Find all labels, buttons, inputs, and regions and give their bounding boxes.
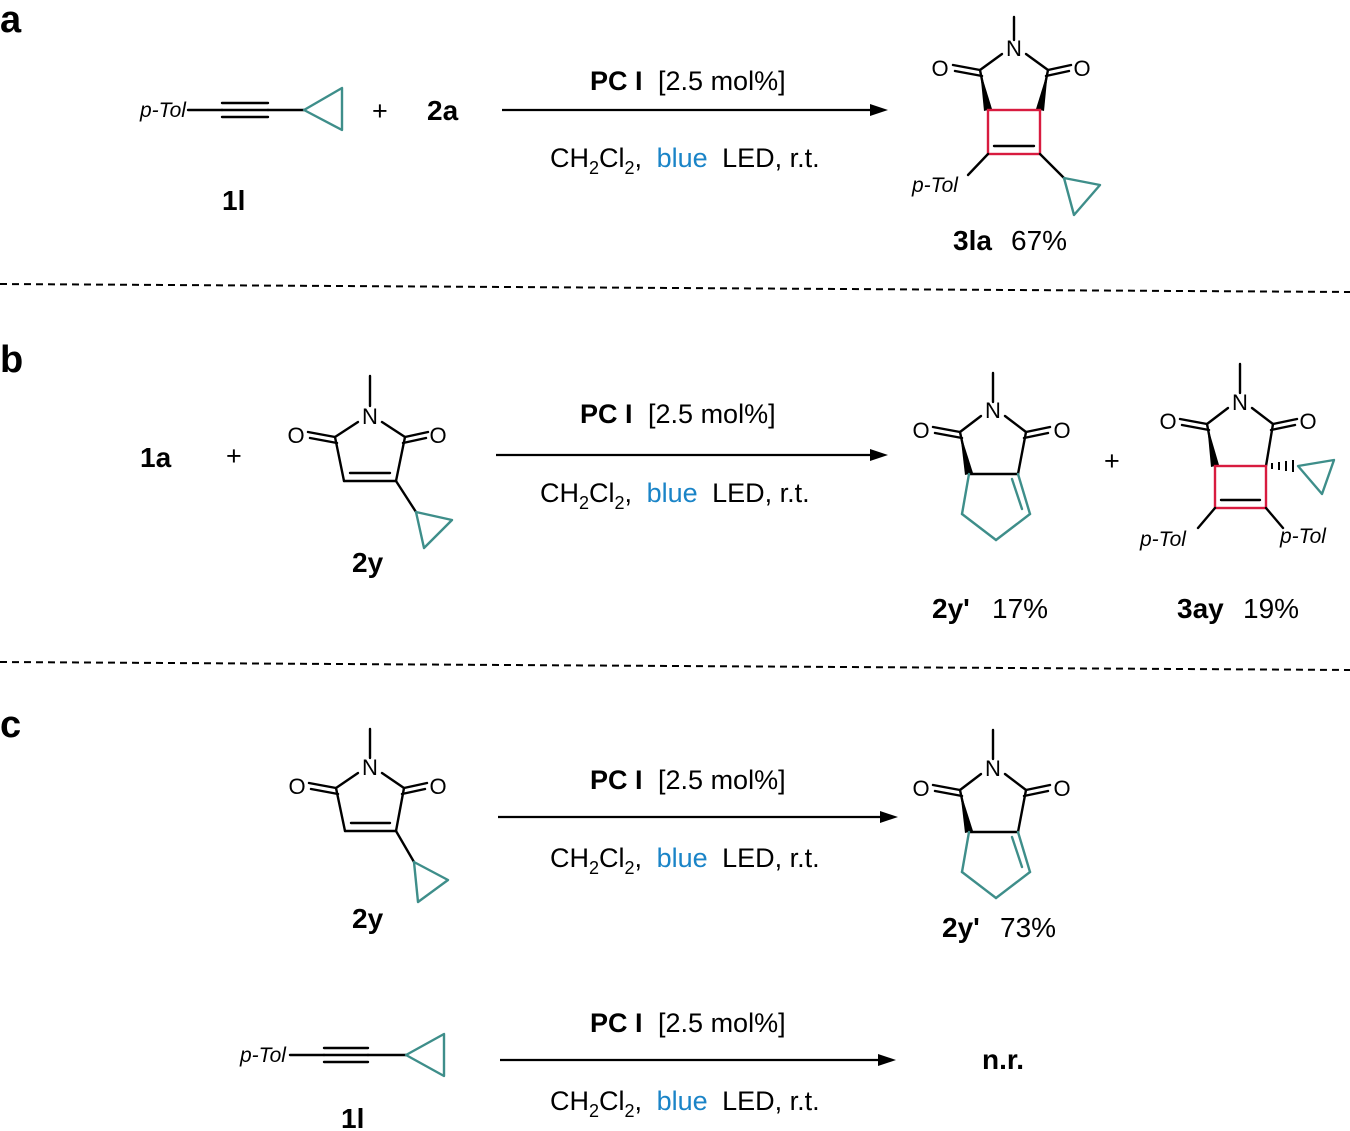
solvent-light-conditions: CH2Cl2, blue LED, r.t. bbox=[550, 843, 820, 878]
panel-b: b 1a + N O O 2y PC I [2.5 mol%] bbox=[0, 339, 1336, 624]
plus-sign: + bbox=[1104, 446, 1120, 476]
oxygen-atom: O bbox=[1299, 409, 1316, 434]
compound-2y-label: 2y bbox=[352, 903, 384, 934]
p-tol-label: p-Tol bbox=[1139, 528, 1187, 551]
divider-line bbox=[0, 283, 1350, 293]
product-2y-prime-structure: N O O bbox=[912, 371, 1071, 542]
oxygen-atom: O bbox=[1053, 418, 1070, 443]
catalyst-conditions: PC I [2.5 mol%] bbox=[590, 66, 786, 96]
yield-2y-prime: 17% bbox=[992, 593, 1048, 624]
panel-c: c N O O 2y PC I [2.5 mol%] bbox=[0, 704, 1071, 1131]
oxygen-atom: O bbox=[429, 423, 446, 448]
nitrogen-atom: N bbox=[362, 404, 378, 429]
cyclobutene-ring bbox=[1213, 464, 1268, 510]
cyclobutene-ring bbox=[986, 108, 1042, 156]
oxygen-atom: O bbox=[912, 418, 929, 443]
p-tol-label: p-Tol bbox=[911, 174, 959, 197]
solvent-light-conditions: CH2Cl2, blue LED, r.t. bbox=[540, 478, 810, 513]
compound-3ay-label: 3ay bbox=[1177, 593, 1224, 624]
oxygen-atom: O bbox=[1053, 776, 1070, 801]
compound-2y-prime-label: 2y' bbox=[942, 912, 980, 943]
panel-a: a p-Tol 1l + 2a PC I [2.5 mol%] CH2Cl2, … bbox=[0, 0, 1102, 256]
oxygen-atom: O bbox=[429, 774, 446, 799]
product-3la-structure: N O O p-Tol bbox=[911, 15, 1102, 217]
cyclopropyl-ring bbox=[302, 86, 344, 132]
oxygen-atom: O bbox=[1073, 56, 1090, 81]
p-tol-label: p-Tol bbox=[1279, 525, 1327, 548]
yield-3ay: 19% bbox=[1243, 593, 1299, 624]
plus-sign: + bbox=[226, 441, 242, 471]
product-2y-prime-structure: N O O bbox=[912, 728, 1071, 900]
cyclopropyl-ring bbox=[414, 510, 454, 550]
nitrogen-atom: N bbox=[1006, 36, 1022, 61]
compound-2y-prime-label: 2y' bbox=[932, 593, 970, 624]
nitrogen-atom: N bbox=[1232, 390, 1248, 415]
panel-c-label: c bbox=[0, 704, 21, 746]
catalyst-conditions: PC I [2.5 mol%] bbox=[590, 1008, 786, 1038]
catalyst-conditions: PC I [2.5 mol%] bbox=[580, 399, 776, 429]
compound-3la-label: 3la bbox=[953, 225, 992, 256]
maleimide-2y-structure: N O O bbox=[287, 374, 454, 550]
nitrogen-atom: N bbox=[362, 755, 378, 780]
p-tol-label: p-Tol bbox=[139, 99, 187, 122]
solvent-light-conditions: CH2Cl2, blue LED, r.t. bbox=[550, 1086, 820, 1121]
compound-2a-label: 2a bbox=[427, 95, 459, 126]
oxygen-atom: O bbox=[912, 776, 929, 801]
solvent-light-conditions: CH2Cl2, blue LED, r.t. bbox=[550, 143, 820, 178]
nitrogen-atom: N bbox=[985, 756, 1001, 781]
panel-b-label: b bbox=[0, 339, 23, 381]
yield-2y-prime: 73% bbox=[1000, 912, 1056, 943]
no-reaction-label: n.r. bbox=[982, 1044, 1024, 1075]
compound-2y-label: 2y bbox=[352, 547, 384, 578]
alkyne-1l-structure: p-Tol bbox=[239, 1032, 446, 1078]
oxygen-atom: O bbox=[287, 423, 304, 448]
yield-3la: 67% bbox=[1011, 225, 1067, 256]
oxygen-atom: O bbox=[1159, 409, 1176, 434]
p-tol-label: p-Tol bbox=[239, 1044, 287, 1067]
cyclopropyl-ring bbox=[1062, 176, 1102, 217]
maleimide-2y-structure: N O O bbox=[288, 727, 450, 904]
catalyst-conditions: PC I [2.5 mol%] bbox=[590, 765, 786, 795]
compound-1a-label: 1a bbox=[140, 442, 172, 473]
panel-a-label: a bbox=[0, 0, 22, 41]
product-3ay-structure: N O O p-Tol p-Tol bbox=[1139, 362, 1336, 551]
compound-1l-label: 1l bbox=[222, 185, 245, 216]
cyclopropyl-ring bbox=[1296, 458, 1336, 496]
plus-sign: + bbox=[372, 96, 388, 126]
cyclopropyl-ring bbox=[412, 860, 450, 904]
oxygen-atom: O bbox=[288, 774, 305, 799]
alkyne-1l-structure: p-Tol bbox=[139, 86, 344, 132]
compound-1l-label: 1l bbox=[341, 1103, 364, 1131]
nitrogen-atom: N bbox=[985, 398, 1001, 423]
divider-line bbox=[0, 661, 1350, 671]
oxygen-atom: O bbox=[931, 56, 948, 81]
cyclopropyl-ring bbox=[404, 1032, 446, 1078]
